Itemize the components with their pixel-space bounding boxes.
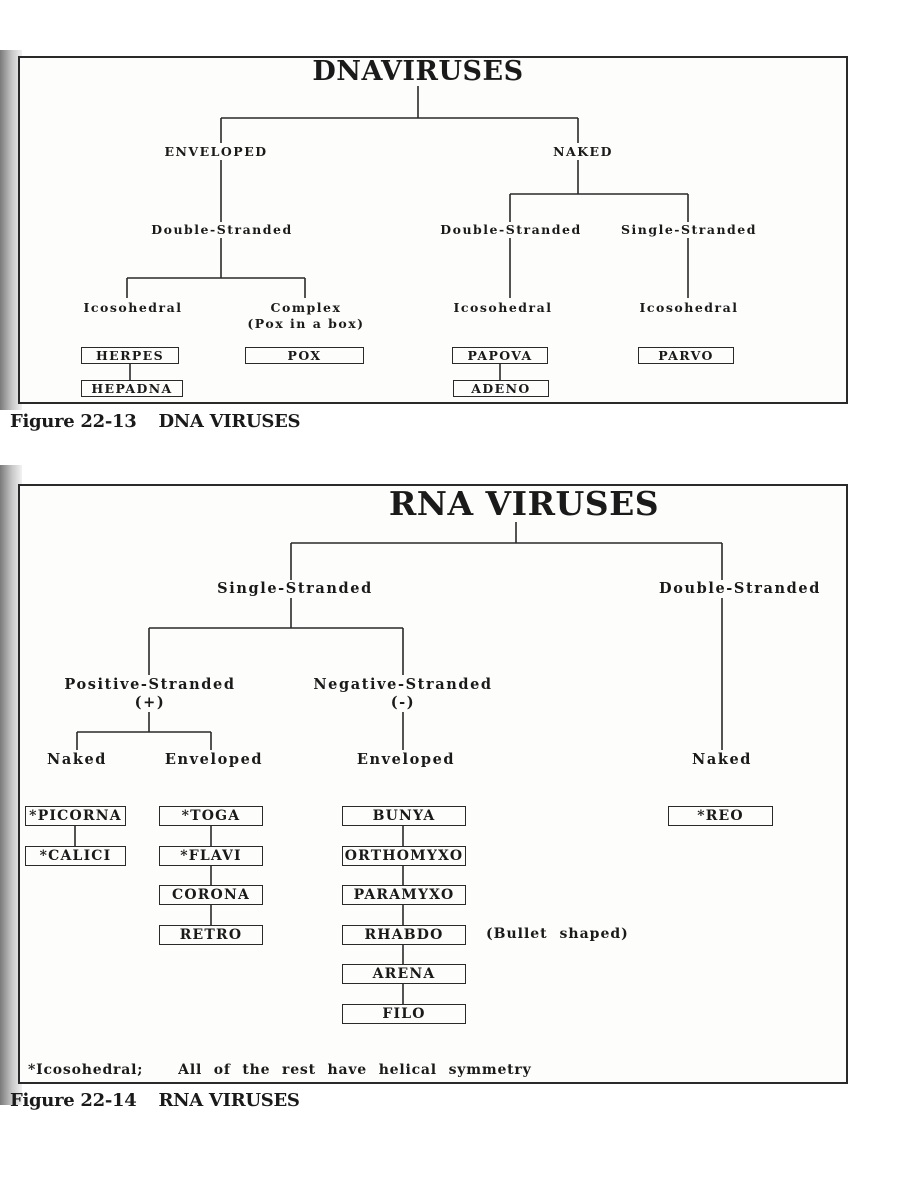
scan-edge-top <box>0 50 22 410</box>
rna-box-retro: RETRO <box>159 925 263 945</box>
rna-negative-stranded-label: Negative-Stranded (-) <box>313 676 492 712</box>
rna-negative-text: Negative-Stranded <box>313 676 493 693</box>
rna-positive-naked-label: Naked <box>46 751 108 768</box>
rna-box-calici: *CALICI <box>25 846 126 866</box>
rna-box-orthomyxo: ORTHOMYXO <box>342 846 466 866</box>
dna-box-papova: PAPOVA <box>452 347 548 364</box>
dna-title: DNAVIRUSES <box>312 56 524 87</box>
dna-complex-text: Complex <box>270 300 342 315</box>
dna-box-herpes: HERPES <box>81 347 179 364</box>
rna-caption-text: RNA VIRUSES <box>158 1090 300 1111</box>
dna-complex-label: Complex (Pox in a box) <box>247 300 364 332</box>
rna-box-filo: FILO <box>342 1004 466 1024</box>
rna-negative-enveloped-label: Enveloped <box>356 751 456 768</box>
dna-icosahedral-label-2: Icosohedral <box>453 300 553 315</box>
dna-complex-note: (Pox in a box) <box>247 316 365 331</box>
rna-box-toga: *TOGA <box>159 806 263 826</box>
dna-naked-double-stranded-label: Double-Stranded <box>440 222 582 237</box>
rna-negative-sign: (-) <box>390 694 416 711</box>
dna-naked-single-stranded-label: Single-Stranded <box>620 222 758 237</box>
rna-caption-number: Figure 22-14 <box>10 1090 137 1111</box>
rna-double-naked-label: Naked <box>691 751 753 768</box>
dna-figure-caption: Figure 22-13 DNA VIRUSES <box>10 411 301 432</box>
dna-caption-number: Figure 22-13 <box>10 411 137 432</box>
rna-double-stranded-label: Double-Stranded <box>659 580 821 597</box>
dna-enveloped-double-stranded-label: Double-Stranded <box>151 222 293 237</box>
dna-enveloped-label: ENVELOPED <box>164 144 268 159</box>
rna-box-reo: *REO <box>668 806 773 826</box>
rna-box-bunya: BUNYA <box>342 806 466 826</box>
rna-title: RNA VIRUSES <box>388 484 660 523</box>
rna-single-stranded-label: Single-Stranded <box>217 580 373 597</box>
rna-figure-caption: Figure 22-14 RNA VIRUSES <box>10 1090 300 1111</box>
rna-footnote: *Icosohedral; All of the rest have helic… <box>28 1062 532 1078</box>
rna-box-flavi: *FLAVI <box>159 846 263 866</box>
rna-box-picorna: *PICORNA <box>25 806 126 826</box>
dna-viruses-panel <box>18 56 848 404</box>
rna-positive-enveloped-label: Enveloped <box>164 751 264 768</box>
rna-box-rhabdo: RHABDO <box>342 925 466 945</box>
rna-box-corona: CORONA <box>159 885 263 905</box>
rna-positive-sign: (+) <box>134 694 166 711</box>
rna-positive-stranded-label: Positive-Stranded (+) <box>64 676 235 712</box>
dna-box-parvo: PARVO <box>638 347 734 364</box>
dna-box-pox: POX <box>245 347 364 364</box>
dna-caption-text: DNA VIRUSES <box>158 411 301 432</box>
rna-rhabdo-note: (Bullet shaped) <box>486 926 629 942</box>
dna-tree-connectors <box>126 86 689 380</box>
dna-naked-label: NAKED <box>553 144 613 159</box>
dna-icosahedral-label-1: Icosohedral <box>83 300 183 315</box>
rna-box-arena: ARENA <box>342 964 466 984</box>
rna-positive-text: Positive-Stranded <box>64 676 236 693</box>
dna-icosahedral-label-3: Icosohedral <box>639 300 739 315</box>
dna-box-hepadna: HEPADNA <box>81 380 183 397</box>
scan-edge-bottom <box>0 465 22 1105</box>
rna-viruses-panel <box>18 484 848 1084</box>
rna-box-paramyxo: PARAMYXO <box>342 885 466 905</box>
dna-box-adeno: ADENO <box>453 380 549 397</box>
